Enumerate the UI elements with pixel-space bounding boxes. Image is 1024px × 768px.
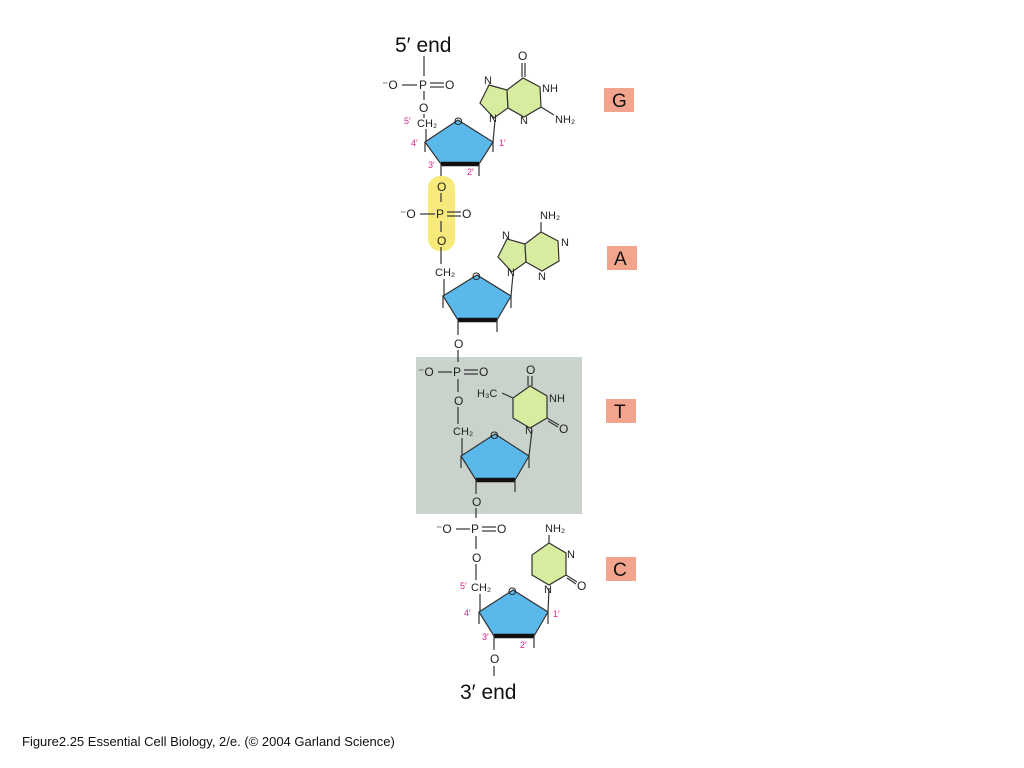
svg-text:CH₂: CH₂ xyxy=(417,118,437,130)
svg-text:NH₂: NH₂ xyxy=(540,210,560,222)
svg-text:O: O xyxy=(437,234,446,248)
phosphodiester-highlight xyxy=(428,176,455,251)
svg-text:N: N xyxy=(544,584,552,596)
base-badge-a xyxy=(607,246,637,270)
deoxyribose-sugar xyxy=(424,119,494,165)
svg-text:⁻O: ⁻O xyxy=(400,207,416,221)
svg-text:3′: 3′ xyxy=(428,160,435,170)
dna-strand-diagram: 5′ end ⁻O P O O 5′ CH₂ O 4′ 3′ 2′ 1′ O xyxy=(382,34,637,704)
nucleotide-t: CH₂ O O H₃C NH O N xyxy=(453,363,568,494)
svg-text:N: N xyxy=(502,230,510,242)
base-letter-a: A xyxy=(614,249,627,270)
svg-text:P: P xyxy=(419,78,427,92)
nucleotide-highlight-box xyxy=(416,357,582,514)
base-letter-c: C xyxy=(613,560,627,581)
figure-number: Figure2.25 xyxy=(22,734,85,749)
svg-text:O: O xyxy=(445,78,454,92)
svg-text:P: P xyxy=(453,365,461,379)
svg-text:NH: NH xyxy=(542,83,558,95)
svg-text:⁻O: ⁻O xyxy=(418,365,434,379)
svg-text:N: N xyxy=(489,113,497,125)
svg-text:4′: 4′ xyxy=(464,608,471,618)
phosphodiester-link-1: O ⁻O P O O xyxy=(400,180,471,264)
svg-text:NH₂: NH₂ xyxy=(545,523,565,535)
svg-text:N: N xyxy=(561,237,569,249)
svg-text:N: N xyxy=(538,271,546,283)
svg-text:O: O xyxy=(472,271,481,283)
adenine-pyrimidine-ring xyxy=(524,231,560,272)
figure-caption: Figure2.25 Essential Cell Biology, 2/e. … xyxy=(22,734,395,749)
base-badge-g xyxy=(604,88,634,112)
svg-text:O: O xyxy=(462,207,471,221)
svg-text:N: N xyxy=(525,425,533,437)
nucleotide-g: ⁻O P O O 5′ CH₂ O 4′ 3′ 2′ 1′ O N N N NH xyxy=(382,49,575,177)
svg-text:⁻O: ⁻O xyxy=(436,522,452,536)
svg-text:N: N xyxy=(520,115,528,127)
svg-text:O: O xyxy=(577,579,586,593)
svg-text:O: O xyxy=(497,522,506,536)
svg-text:2′: 2′ xyxy=(467,167,474,177)
deoxyribose-sugar xyxy=(460,433,530,481)
svg-text:O: O xyxy=(454,337,463,351)
deoxyribose-sugar xyxy=(442,274,512,321)
svg-text:O: O xyxy=(508,586,517,598)
svg-text:O: O xyxy=(472,551,481,565)
svg-text:⁻O: ⁻O xyxy=(382,78,398,92)
svg-text:CH₂: CH₂ xyxy=(471,582,491,594)
svg-text:5′: 5′ xyxy=(460,581,467,591)
svg-text:O: O xyxy=(454,116,463,128)
svg-text:N: N xyxy=(567,549,575,561)
svg-text:O: O xyxy=(518,49,527,63)
svg-text:CH₂: CH₂ xyxy=(435,267,455,279)
base-letter-t: T xyxy=(614,402,626,423)
svg-text:O: O xyxy=(419,101,428,115)
svg-text:N: N xyxy=(507,267,515,279)
svg-text:O: O xyxy=(490,430,499,442)
svg-text:O: O xyxy=(479,365,488,379)
svg-text:2′: 2′ xyxy=(520,640,527,650)
svg-text:5′: 5′ xyxy=(404,116,411,126)
svg-text:N: N xyxy=(484,75,492,87)
svg-text:O: O xyxy=(472,495,481,509)
svg-text:4′: 4′ xyxy=(411,138,418,148)
phosphodiester-link-2: O ⁻O P O O xyxy=(418,337,488,424)
svg-text:NH: NH xyxy=(549,393,565,405)
svg-text:O: O xyxy=(454,394,463,408)
cytosine-ring xyxy=(531,542,567,586)
base-badge-c xyxy=(606,557,636,581)
guanine-imidazole-ring xyxy=(479,84,509,119)
guanine-pyrimidine-ring xyxy=(506,77,542,118)
svg-text:NH₂: NH₂ xyxy=(555,114,575,126)
svg-text:H₃C: H₃C xyxy=(477,388,497,400)
five-prime-end-label: 5′ end xyxy=(395,34,452,57)
svg-text:O: O xyxy=(437,180,446,194)
figure-source: Essential Cell Biology, 2/e. (© 2004 Gar… xyxy=(87,734,395,749)
svg-text:1′: 1′ xyxy=(553,609,560,619)
base-letter-g: G xyxy=(612,91,627,112)
svg-text:O: O xyxy=(559,422,568,436)
phosphodiester-link-3: O ⁻O P O O xyxy=(436,495,506,580)
svg-text:3′: 3′ xyxy=(482,632,489,642)
base-badge-t xyxy=(606,399,636,423)
three-prime-end-label: 3′ end xyxy=(460,681,517,704)
svg-text:O: O xyxy=(526,363,535,377)
svg-text:1′: 1′ xyxy=(499,138,506,148)
nucleotide-c: 5′ CH₂ O 4′ 3′ 2′ 1′ NH₂ N O N xyxy=(460,523,586,650)
svg-text:P: P xyxy=(471,522,479,536)
three-prime-oxygen: O xyxy=(490,652,499,666)
deoxyribose-sugar xyxy=(478,589,549,637)
adenine-imidazole-ring xyxy=(497,238,527,273)
nucleotide-a: CH₂ O NH₂ N N N N xyxy=(435,210,569,335)
svg-text:CH₂: CH₂ xyxy=(453,426,473,438)
svg-text:P: P xyxy=(436,207,444,221)
